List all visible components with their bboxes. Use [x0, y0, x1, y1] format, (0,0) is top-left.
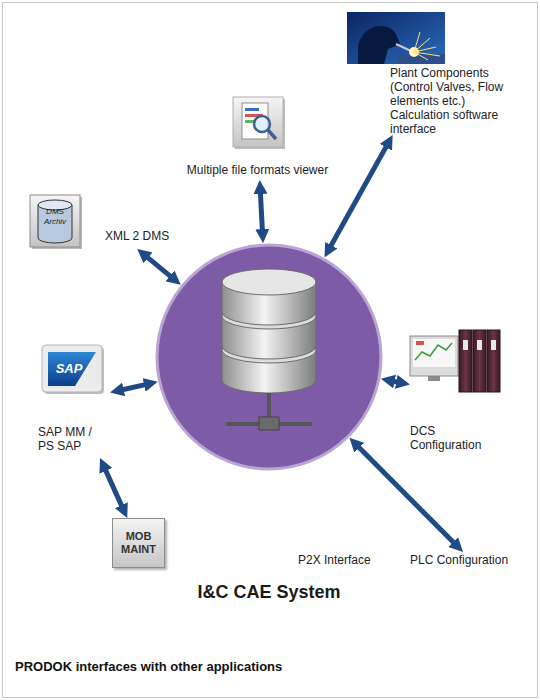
sparks	[414, 32, 440, 60]
interface-arrow	[117, 383, 151, 391]
alarm-mark	[416, 341, 424, 345]
monitor-stand	[428, 376, 440, 381]
document-line	[245, 108, 259, 111]
sap-node: SAP SAP MM / PS SAP	[38, 343, 110, 458]
disk-side	[222, 282, 316, 325]
node-label: SAP	[46, 361, 92, 376]
document-line	[245, 120, 255, 123]
cabinet-binder	[473, 330, 486, 392]
icon-shadow	[44, 347, 104, 394]
binder-label	[477, 340, 482, 350]
icon-tile	[42, 345, 102, 392]
binder-label	[463, 340, 468, 350]
circle-outline	[155, 243, 383, 471]
plant-node: Plant Components (Control Valves, Flow e…	[345, 10, 510, 135]
cylinder-body	[38, 205, 72, 243]
torch	[396, 44, 411, 51]
spark	[414, 52, 440, 56]
plc-node: PLC Configuration	[410, 552, 532, 568]
cabinet-binder	[459, 330, 472, 392]
disk-top	[222, 337, 316, 363]
central-system-circle: I&C CAE System	[155, 243, 383, 471]
dms-icon	[30, 195, 82, 249]
spark	[414, 38, 430, 52]
viewer-icon	[233, 97, 285, 149]
figure-caption: PRODOK interfaces with other application…	[15, 659, 282, 675]
welder-silhouette	[358, 26, 400, 64]
dcs-icon	[410, 330, 500, 392]
spark	[414, 47, 436, 52]
interface-arrow	[388, 380, 403, 383]
monitor	[410, 336, 458, 376]
node-label: DCS Configuration	[410, 424, 490, 452]
magnifier-handle	[268, 130, 276, 139]
disk-top	[222, 269, 316, 295]
node-label: Multiple file formats viewer	[170, 163, 345, 177]
node-label: I&C CAE System	[115, 581, 423, 603]
document-sheet	[242, 103, 268, 139]
dcs-node: DCS Configuration	[410, 326, 502, 461]
workpiece	[398, 54, 445, 64]
icon-tile	[233, 97, 283, 147]
magnifier-lens	[254, 116, 270, 132]
database-symbol	[222, 269, 316, 430]
network-stem	[267, 393, 271, 418]
dms-node: DMS ArchivXML 2 DMS	[28, 193, 178, 249]
spark-glow	[409, 47, 419, 57]
interface-arrow	[260, 187, 263, 236]
welding-picture	[347, 12, 445, 64]
icon-shadow	[235, 99, 285, 149]
disk-side	[222, 350, 316, 393]
mob-maint-box: MOB MAINT	[112, 518, 165, 568]
node-label: XML 2 DMS	[105, 229, 180, 243]
spark	[414, 52, 428, 60]
icon-shadow	[32, 197, 82, 249]
disk-top	[222, 303, 316, 329]
purple-disc	[157, 245, 381, 469]
binder-label	[491, 340, 496, 350]
node-label: PLC Configuration	[410, 553, 532, 567]
page-frame	[3, 3, 538, 698]
node-label: DMS Archiv	[38, 207, 72, 227]
disk-side	[222, 316, 316, 359]
interface-arrow	[143, 253, 176, 280]
spark	[414, 32, 420, 52]
interface-arrow	[103, 464, 124, 511]
node-label: Plant Components (Control Valves, Flow e…	[390, 66, 505, 136]
interface-label: P2X Interface	[298, 553, 371, 567]
viewer-node: Multiple file formats viewer	[170, 95, 345, 180]
trend-curve	[415, 343, 452, 360]
picture-background	[347, 12, 445, 64]
cabinet-binder	[487, 330, 500, 392]
document-line	[245, 114, 263, 117]
icon-tile	[30, 195, 80, 247]
network-port	[259, 417, 279, 430]
interface-arrow	[354, 443, 458, 547]
monitor-screen	[413, 339, 455, 367]
node-label: MOB MAINT	[113, 530, 164, 556]
sap-icon	[42, 345, 104, 394]
interface-arrow	[328, 141, 389, 251]
network-bus	[226, 422, 312, 426]
node-label: SAP MM / PS SAP	[38, 425, 98, 453]
